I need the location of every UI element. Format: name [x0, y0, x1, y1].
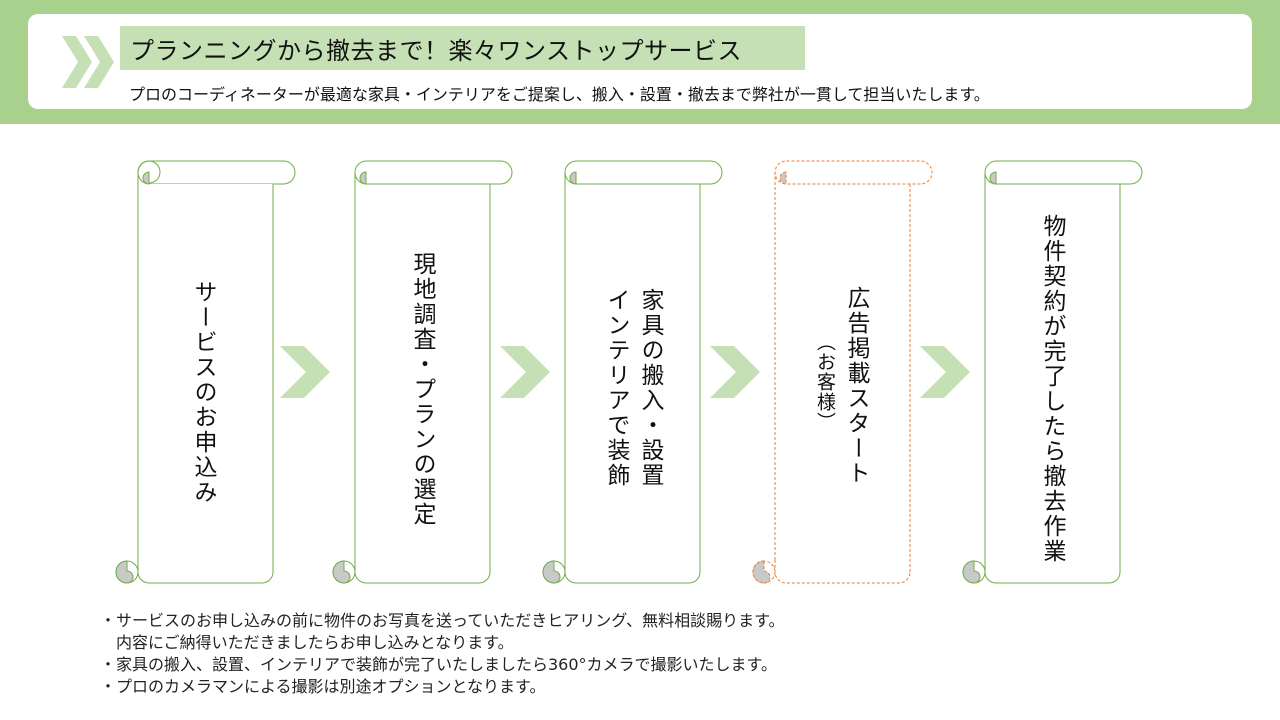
note-line-1: ・サービスのお申し込みの前に物件のお写真を送っていただきヒアリング、無料相談賜り… — [100, 611, 785, 630]
note-line-3: ・家具の搬入、設置、インテリアで装飾が完了いたしましたら360°カメラで撮影いた… — [100, 655, 777, 674]
note-line-4: ・プロのカメラマンによる撮影は別途オプションとなります。 — [100, 677, 546, 696]
step-3-label-line-1: 家具の搬入・設置 — [637, 288, 663, 488]
double-chevron-icon — [62, 36, 114, 88]
chevron-right-icon — [280, 346, 330, 398]
step-2-label: 現地調査・プランの選定 — [409, 252, 435, 527]
page-title: プランニングから撤去まで！楽々ワンストップサービス — [130, 37, 743, 65]
title-box — [120, 26, 805, 70]
step-scroll-2: 現地調査・プランの選定 — [332, 160, 513, 585]
step-1-label: サービスのお申込み — [190, 280, 216, 505]
chevron-right-icon — [920, 346, 970, 398]
step-4-label: 広告掲載スタート — [843, 286, 869, 486]
step-4-sublabel: （お客様） — [814, 332, 836, 432]
step-5-label: 物件契約が完了したら撤去作業 — [1039, 214, 1065, 564]
step-scroll-4: 広告掲載スタート （お客様） — [752, 160, 933, 585]
chevron-right-icon — [710, 346, 760, 398]
step-scroll-1: サービスのお申込み — [115, 160, 296, 585]
step-scroll-5: 物件契約が完了したら撤去作業 — [962, 160, 1143, 585]
chevron-right-icon — [500, 346, 550, 398]
notes: ・サービスのお申し込みの前に物件のお写真を送っていただきヒアリング、無料相談賜り… — [100, 610, 784, 698]
page-subtitle: プロのコーディネーターが最適な家具・インテリアをご提案し、搬入・設置・撤去まで弊… — [129, 85, 990, 104]
step-scroll-3: 家具の搬入・設置 インテリアで装飾 — [542, 160, 723, 585]
step-3-label-line-2: インテリアで装飾 — [603, 288, 629, 488]
note-line-2: 内容にご納得いただきましたらお申し込みとなります。 — [100, 633, 514, 652]
